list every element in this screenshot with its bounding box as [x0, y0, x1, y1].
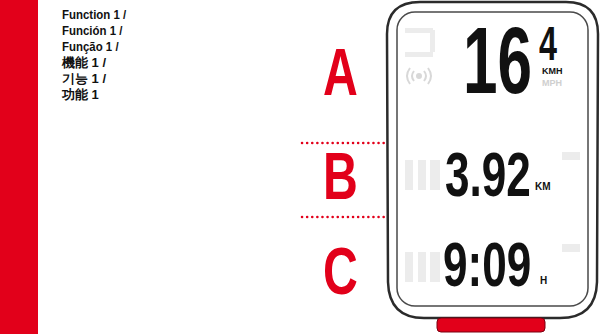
- zone-letter: A: [323, 38, 358, 105]
- time-value: 9:09: [443, 233, 531, 296]
- lcd-frame: [397, 12, 588, 306]
- unit-label: KMH: [542, 67, 563, 76]
- function-heading: 機能 1 /: [62, 56, 106, 69]
- speed-decimal: 4: [539, 19, 557, 68]
- unit-label: H: [540, 276, 547, 286]
- speed-value: 16: [463, 14, 532, 108]
- wireless-icon: [407, 68, 431, 84]
- zone-letter: B: [323, 142, 358, 209]
- unit-label: MPH: [542, 79, 562, 88]
- distance-value: 3.92: [445, 143, 531, 206]
- side-bar: [0, 0, 38, 334]
- device-button: [437, 318, 545, 332]
- function-heading: 기능 1 /: [62, 72, 106, 85]
- function-heading: Função 1 /: [62, 40, 119, 53]
- function-heading: 功能 1: [62, 88, 99, 101]
- function-heading: Function 1 /: [62, 8, 126, 21]
- unit-label: KM: [535, 182, 551, 192]
- zone-letter: C: [323, 237, 358, 304]
- function-heading: Función 1 /: [62, 24, 122, 37]
- device-housing: [387, 2, 598, 318]
